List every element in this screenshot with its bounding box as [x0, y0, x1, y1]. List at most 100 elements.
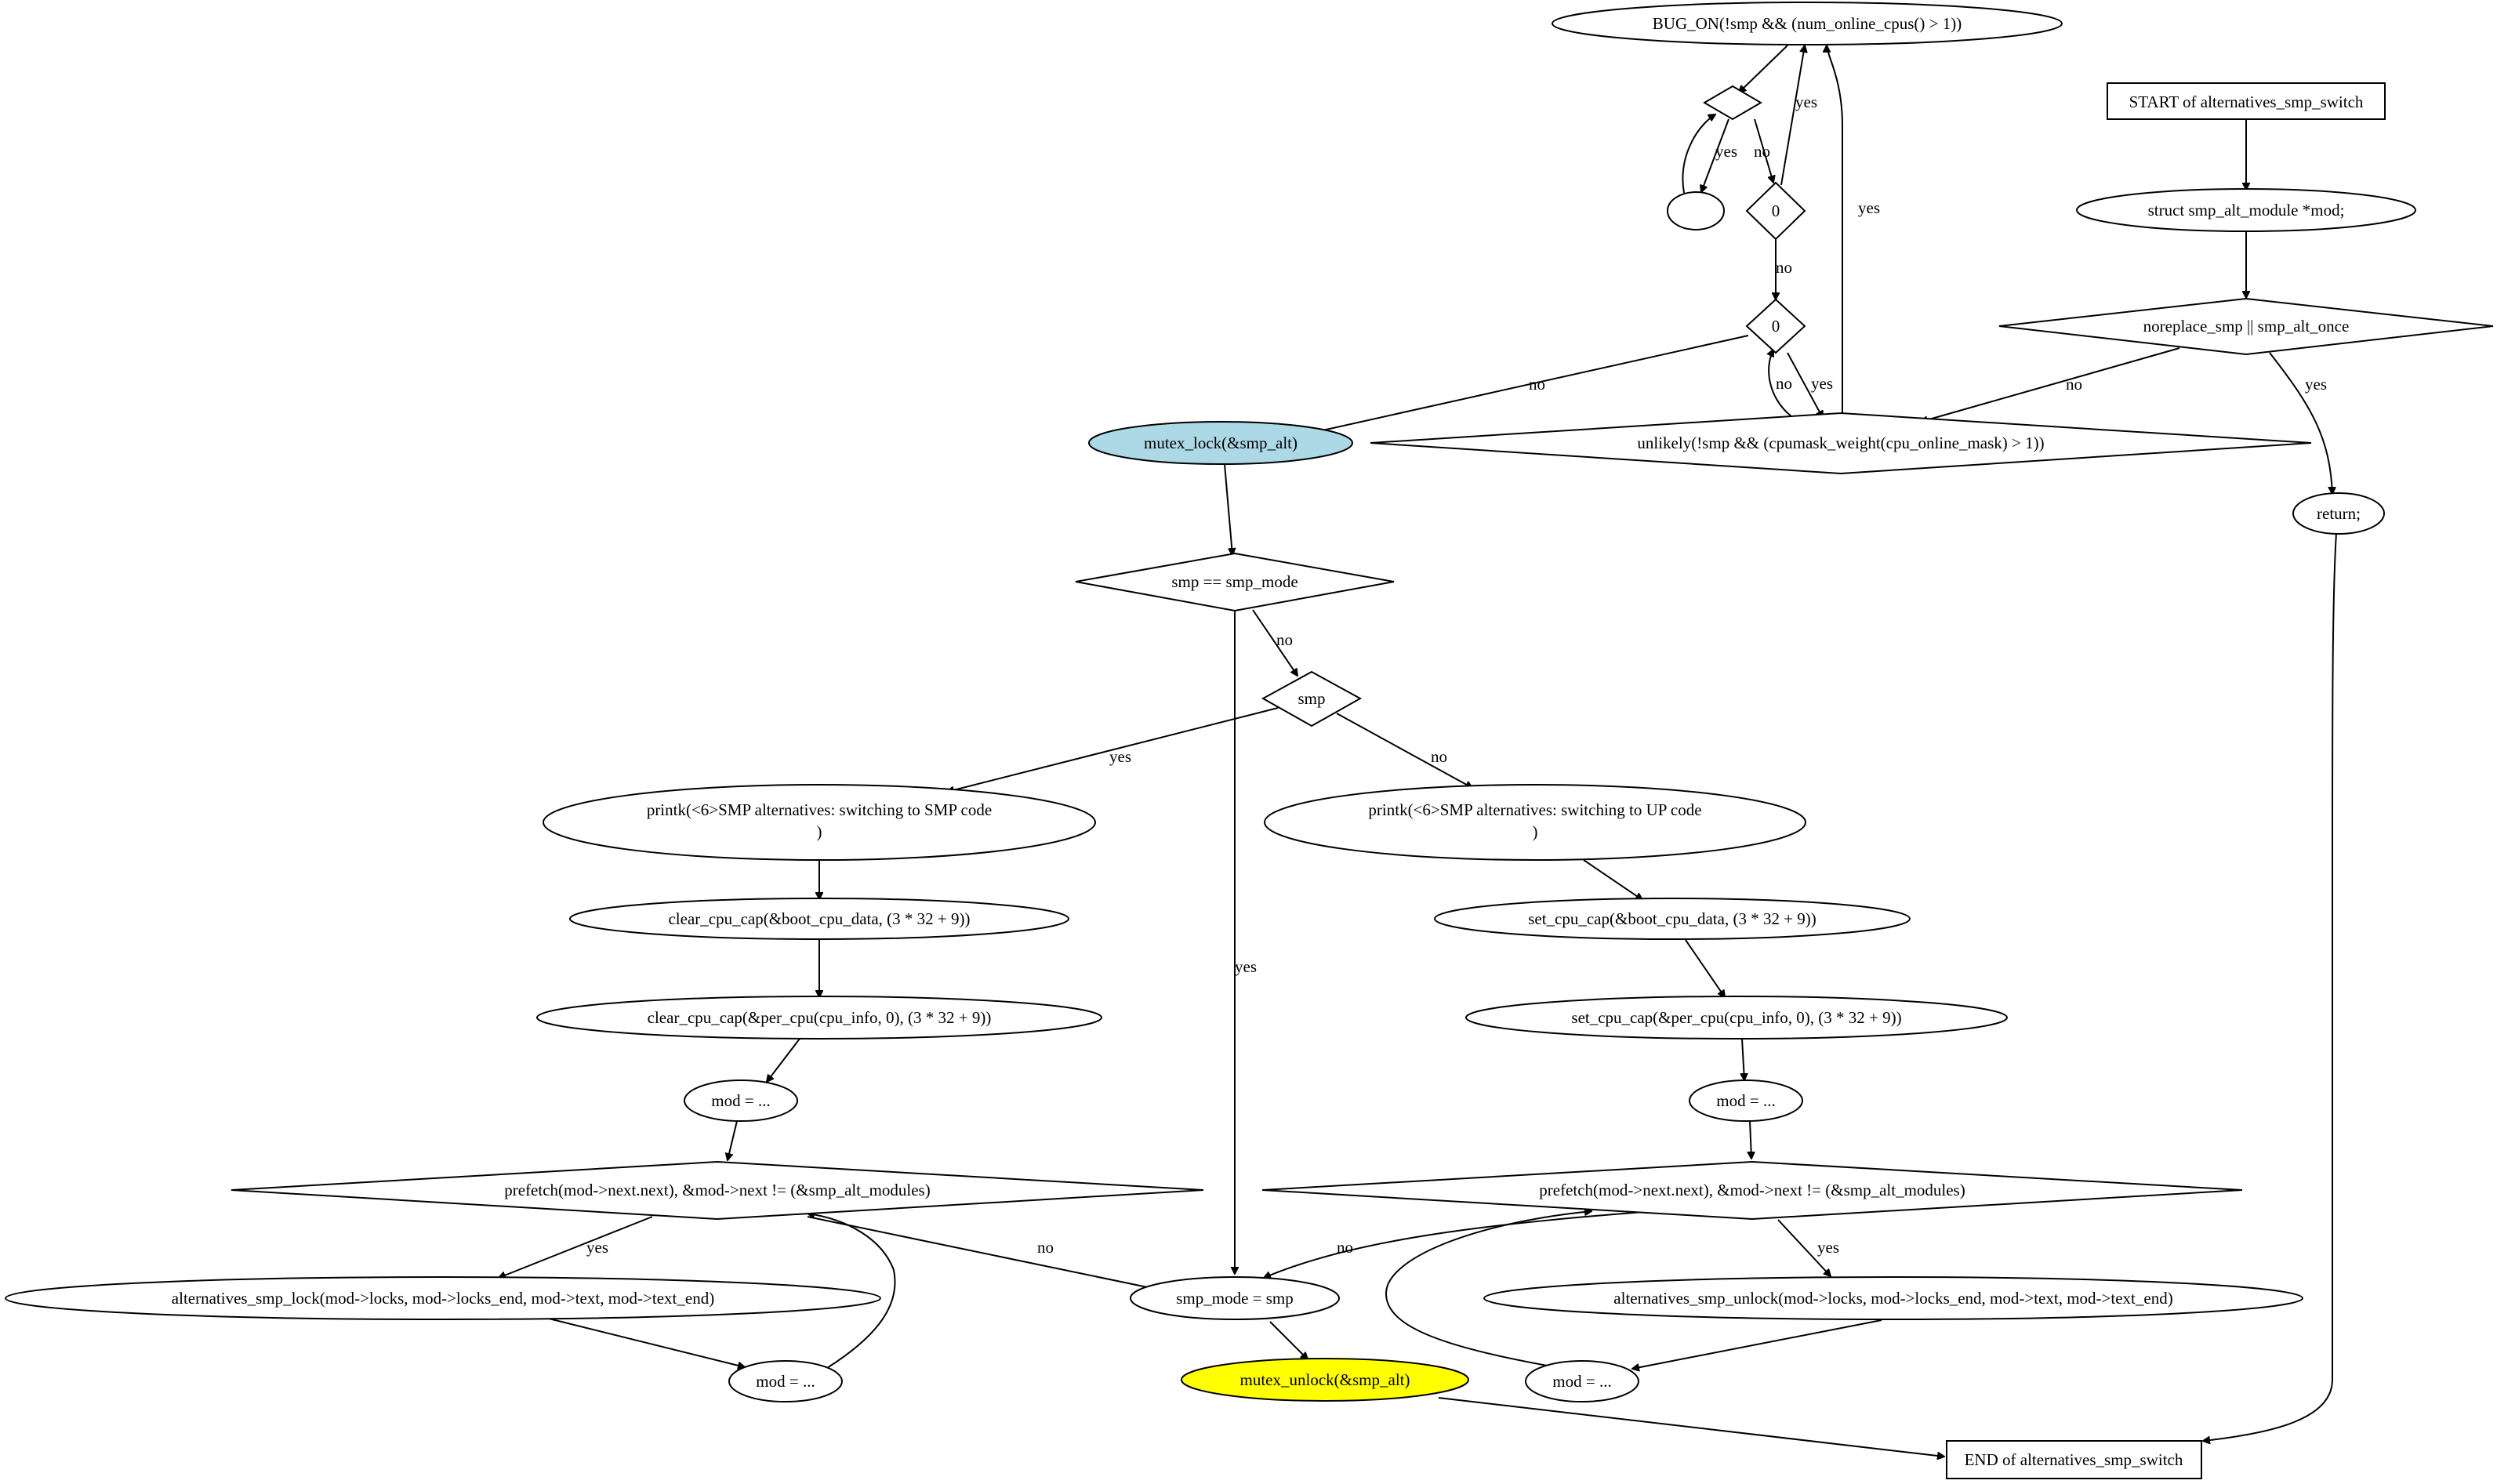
edge-lock-to-smpeq [1224, 463, 1232, 555]
label-zero2-no-lock: no [1529, 375, 1545, 394]
label-diamond-yes: yes [1715, 142, 1737, 161]
label-zero2-no-loop: no [1776, 374, 1792, 393]
return-node-label: return; [2317, 504, 2361, 523]
bug-on-node-label: BUG_ON(!smp && (num_online_cpus() > 1)) [1653, 14, 1962, 33]
edge-zero2-yes-to-unlikely [1787, 352, 1823, 418]
clear-cap-boot-node: clear_cpu_cap(&boot_cpu_data, (3 * 32 + … [569, 898, 1069, 940]
mod-left-node-label: mod = ... [711, 1091, 770, 1110]
label-prefetchr-no: no [1337, 1238, 1353, 1257]
label-zero1-yes: yes [1795, 93, 1817, 111]
smp-eq-decision: smp == smp_mode [1075, 552, 1395, 612]
zero-decision-2: 0 [1745, 298, 1806, 354]
edge-prefetchr-no-to-smpmode [1264, 1208, 1686, 1278]
mod-right-node-label: mod = ... [1716, 1091, 1775, 1110]
edge-bug-to-diamond [1739, 45, 1788, 93]
set-cap-percpu-node: set_cpu_cap(&per_cpu(cpu_info, 0), (3 * … [1465, 996, 2008, 1040]
mutex-unlock-shape [1181, 1358, 1469, 1402]
label-diamond-no: no [1754, 142, 1770, 161]
mutex-unlock-node: mutex_unlock(&smp_alt) [1181, 1358, 1469, 1402]
mod-right2-node-label: mod = ... [1552, 1372, 1611, 1391]
edge-unlikely-no-to-zero2 [1769, 350, 1796, 420]
edge-setcap1-to-setcap2 [1685, 939, 1725, 997]
label-smp-no: no [1431, 747, 1447, 766]
smp-eq-decision-label: smp == smp_mode [1171, 572, 1297, 591]
smp-decision-label: smp [1297, 689, 1325, 708]
printk-up-node: printk(<6>SMP alternatives: switching to… [1264, 784, 1806, 861]
noreplace-decision: noreplace_smp || smp_alt_once [1998, 297, 2494, 356]
bug-on-node: BUG_ON(!smp && (num_online_cpus() > 1)) [1552, 2, 2063, 45]
start-node-label: START of alternatives_smp_switch [2129, 93, 2364, 111]
mutex-lock-shape [1088, 421, 1353, 465]
edge-smpeq-no-to-smp [1252, 609, 1297, 676]
label-smp-yes: yes [1109, 747, 1131, 766]
edge-smp-no-to-printkup [1336, 713, 1472, 788]
mod-left2-node-label: mod = ... [756, 1372, 815, 1391]
edge-unlikely-yes-to-bug [1827, 45, 1844, 418]
smp-mode-assign-node: smp_mode = smp [1130, 1276, 1340, 1320]
printk-smp-node: printk(<6>SMP alternatives: switching to… [543, 784, 1096, 861]
label-noreplace-no: no [2066, 375, 2082, 394]
printk-up-node-label-1: printk(<6>SMP alternatives: switching to… [1368, 800, 1701, 819]
prefetch-right-decision-label: prefetch(mod->next.next), &mod->next != … [1539, 1181, 1965, 1199]
return-node: return; [2292, 492, 2385, 535]
label-prefetchl-no: no [1037, 1238, 1054, 1257]
edge-prefetchl-no-to-smpmode [807, 1216, 1159, 1290]
empty-decision [1703, 85, 1762, 121]
prefetch-left-decision: prefetch(mod->next.next), &mod->next != … [230, 1160, 1204, 1221]
decl-node: struct smp_alt_module *mod; [2076, 188, 2416, 232]
printk-smp-node-label-1: printk(<6>SMP alternatives: switching to… [647, 800, 992, 819]
label-prefetchr-yes: yes [1817, 1238, 1839, 1257]
clear-cap-percpu-node: clear_cpu_cap(&per_cpu(cpu_info, 0), (3 … [536, 996, 1102, 1040]
label-prefetchl-yes: yes [586, 1238, 608, 1257]
edge-smpmode-to-unlock [1269, 1321, 1308, 1359]
clear-cap-boot-node-label: clear_cpu_cap(&boot_cpu_data, (3 * 32 + … [668, 909, 970, 928]
edge-zero2-no-to-lock [1301, 335, 1749, 435]
printk-up-node-label-2: ) [1533, 822, 1538, 841]
edge-modl2-to-prefetchl [808, 1214, 896, 1369]
mutex-unlock-node-label: mutex_unlock(&smp_alt) [1240, 1370, 1410, 1389]
set-cap-boot-node-label: set_cpu_cap(&boot_cpu_data, (3 * 32 + 9)… [1528, 909, 1816, 928]
edge-prefetchr-yes-to-unlockcall [1777, 1219, 1831, 1276]
zero-decision-1-label: 0 [1772, 201, 1780, 220]
set-cap-percpu-node-label: set_cpu_cap(&per_cpu(cpu_info, 0), (3 * … [1571, 1008, 1901, 1027]
noreplace-decision-label: noreplace_smp || smp_alt_once [2143, 317, 2350, 336]
nodes: START of alternatives_smp_switch struct … [5, 2, 2494, 1479]
mod-left-node: mod = ... [684, 1079, 798, 1122]
label-zero1-no: no [1776, 258, 1792, 277]
edge-unlockcall-to-modr2 [1632, 1319, 1882, 1369]
edge-modl-to-prefetchl [728, 1120, 738, 1160]
edge-prefetchl-yes-to-lockcall [499, 1216, 653, 1278]
label-unlikely-yes: yes [1858, 198, 1880, 217]
edge-modr-to-prefetchr [1750, 1120, 1751, 1159]
edge-return-to-end [2203, 532, 2337, 1441]
mutex-lock-node: mutex_lock(&smp_alt) [1088, 421, 1353, 465]
edges [499, 45, 2337, 1457]
prefetch-left-decision-label: prefetch(mod->next.next), &mod->next != … [504, 1181, 930, 1199]
smp-mode-assign-node-label: smp_mode = smp [1176, 1289, 1294, 1308]
label-smpeq-no: no [1276, 630, 1293, 649]
edge-noreplace-no-to-unlikely [1921, 347, 2180, 422]
printk-smp-node-label-2: ) [817, 822, 822, 841]
zero-decision-2-label: 0 [1772, 317, 1780, 336]
decl-node-label: struct smp_alt_module *mod; [2148, 201, 2345, 220]
clear-cap-percpu-node-label: clear_cpu_cap(&per_cpu(cpu_info, 0), (3 … [648, 1008, 992, 1027]
mod-left2-node: mod = ... [728, 1360, 843, 1402]
edge-printkup-to-setcap1 [1583, 859, 1642, 900]
edge-noreplace-yes-to-return [2269, 352, 2332, 494]
edge-diamond-no-to-zero1 [1754, 118, 1773, 183]
label-noreplace-yes: yes [2305, 375, 2327, 394]
mod-right-node: mod = ... [1689, 1079, 1803, 1122]
empty-node [1667, 191, 1725, 230]
edge-setcap2-to-modr [1742, 1038, 1744, 1080]
smp-lock-call-node: alternatives_smp_lock(mod->locks, mod->l… [5, 1276, 881, 1320]
edge-diamond-yes-to-empty [1701, 118, 1729, 192]
unlikely-decision: unlikely(!smp && (cpumask_weight(cpu_onl… [1370, 412, 2312, 475]
edge-lockcall-to-modl2 [548, 1318, 745, 1367]
end-node-label: END of alternatives_smp_switch [1965, 1450, 2183, 1469]
label-smpeq-yes: yes [1235, 957, 1257, 976]
smp-unlock-call-node-label: alternatives_smp_unlock(mod->locks, mod-… [1613, 1289, 2172, 1308]
smp-unlock-call-node: alternatives_smp_unlock(mod->locks, mod-… [1483, 1276, 2303, 1320]
label-zero2-yes: yes [1811, 374, 1833, 393]
mutex-lock-node-label: mutex_lock(&smp_alt) [1144, 434, 1297, 452]
